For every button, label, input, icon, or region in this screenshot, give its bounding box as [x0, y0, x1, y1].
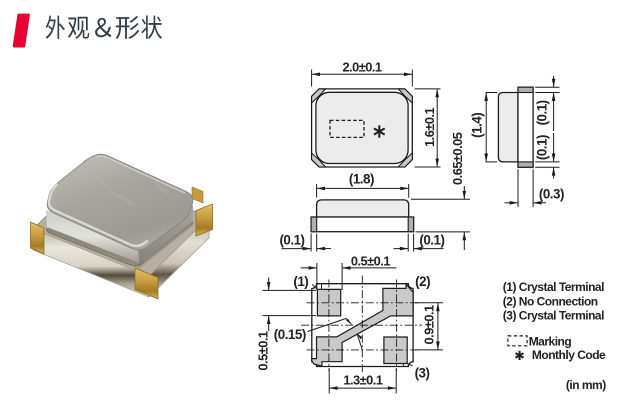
svg-text:(1) Crystal Terminal: (1) Crystal Terminal: [503, 280, 604, 294]
svg-text:(2) No Connection: (2) No Connection: [503, 294, 598, 308]
svg-text:0.5±0.1: 0.5±0.1: [255, 331, 270, 370]
svg-text:(3): (3): [415, 366, 430, 381]
svg-text:(in mm): (in mm): [566, 378, 606, 392]
svg-text:Monthly Code: Monthly Code: [532, 348, 606, 362]
svg-text:(0.15): (0.15): [274, 327, 306, 342]
svg-text:(0.1): (0.1): [279, 232, 304, 247]
svg-text:(2): (2): [415, 274, 430, 289]
svg-text:0.9±0.1: 0.9±0.1: [421, 305, 436, 344]
svg-text:(0.1): (0.1): [419, 232, 444, 247]
svg-text:2.0±0.1: 2.0±0.1: [342, 60, 381, 75]
svg-text:(1.4): (1.4): [470, 113, 485, 138]
svg-text:Marking: Marking: [529, 335, 572, 349]
svg-text:(1): (1): [293, 274, 308, 289]
svg-text:(0.1): (0.1): [534, 100, 549, 125]
svg-text:(1.8): (1.8): [349, 171, 374, 186]
svg-text:0.65±0.05: 0.65±0.05: [450, 132, 465, 185]
svg-text:(3) Crystal Terminal: (3) Crystal Terminal: [503, 308, 604, 322]
svg-text:0.5±0.1: 0.5±0.1: [351, 253, 390, 268]
svg-text:(0.1): (0.1): [534, 135, 549, 160]
svg-text:(0.3): (0.3): [539, 187, 564, 202]
svg-text:1.6±0.1: 1.6±0.1: [422, 107, 437, 146]
svg-text:1.3±0.1: 1.3±0.1: [343, 373, 382, 388]
